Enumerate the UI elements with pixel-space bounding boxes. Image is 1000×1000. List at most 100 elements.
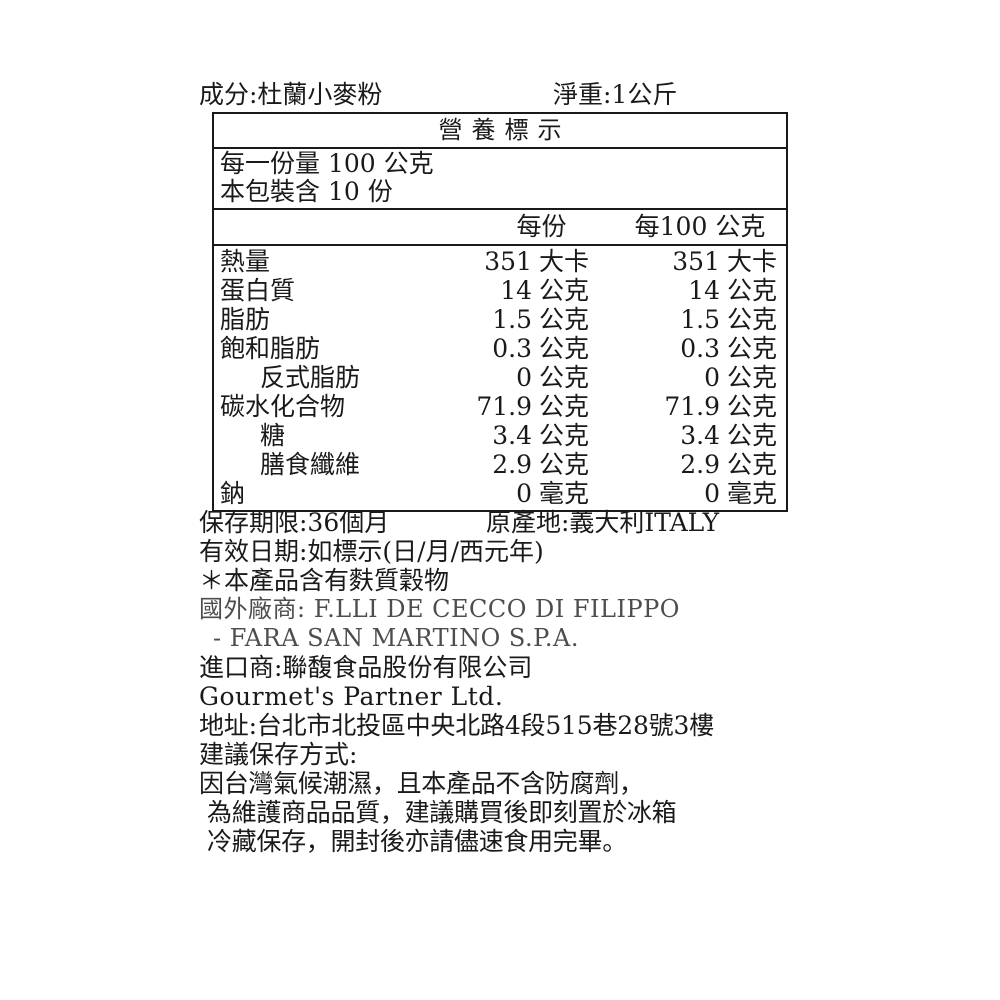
storage-title-line: 建議保存方式:: [199, 740, 839, 769]
value-unit: 公克: [539, 363, 590, 392]
value-unit: 公克: [539, 276, 590, 305]
nutrition-row-label: 飽和脂肪: [220, 334, 321, 363]
storage-line-3: 冷藏保存，開封後亦請儘速食用完畢。: [199, 827, 839, 856]
column-header-per-serving: 每份: [516, 212, 567, 241]
storage-title-text: 建議保存方式:: [199, 740, 358, 769]
value-number: 3.4: [492, 421, 532, 450]
value-number: 0: [704, 479, 720, 508]
net-weight-text: 淨重:1公斤: [553, 80, 678, 109]
value-number: 1.5: [680, 305, 720, 334]
value-number: 14: [688, 276, 720, 305]
value-unit: 公克: [727, 276, 778, 305]
value-unit: 毫克: [727, 479, 778, 508]
nutrition-row-label: 反式脂肪: [260, 363, 361, 392]
nutrition-row-label: 鈉: [220, 479, 246, 508]
value-number: 2.9: [680, 450, 720, 479]
expiry-line: 有效日期:如標示(日/月/西元年): [199, 537, 839, 566]
allergen-line: ＊本產品含有麩質穀物: [199, 566, 839, 595]
nutrition-row-label: 碳水化合物: [220, 392, 346, 421]
address-line: 地址:台北市北投區中央北路4段515巷28號3樓: [199, 711, 839, 740]
shelf-life-origin-line: 保存期限:36個月 原產地:義大利ITALY: [199, 508, 839, 537]
value-number: 0: [516, 363, 532, 392]
value-number: 14: [500, 276, 532, 305]
value-unit: 公克: [727, 421, 778, 450]
address-text: 地址:台北市北投區中央北路4段515巷28號3樓: [199, 711, 714, 740]
nutrition-row-label: 膳食纖維: [260, 450, 361, 479]
value-unit: 大卡: [539, 247, 590, 276]
manufacturer-text-2: - FARA SAN MARTINO S.P.A.: [213, 624, 580, 652]
value-number: 3.4: [680, 421, 720, 450]
expiry-text: 有效日期:如標示(日/月/西元年): [199, 537, 544, 566]
value-number: 0.3: [680, 334, 720, 363]
nutrition-column-headers: 每份 每100 公克: [214, 210, 786, 246]
storage-line-2: 為維護商品品質，建議購買後即刻置於冰箱: [199, 798, 839, 827]
label-footer: 保存期限:36個月 原產地:義大利ITALY 有效日期:如標示(日/月/西元年)…: [199, 508, 839, 856]
storage-text-2: 為維護商品品質，建議購買後即刻置於冰箱: [207, 798, 677, 827]
value-unit: 公克: [539, 305, 590, 334]
value-unit: 大卡: [727, 247, 778, 276]
value-unit: 公克: [727, 305, 778, 334]
storage-line-1: 因台灣氣候潮濕，且本產品不含防腐劑，: [199, 769, 839, 798]
importer-line: 進口商:聯馥食品股份有限公司: [199, 653, 839, 682]
allergen-text: ＊本產品含有麩質穀物: [199, 566, 450, 595]
serving-info-block: 每一份量 100 公克 本包裝含 10 份: [214, 149, 786, 210]
value-number: 0: [516, 479, 532, 508]
product-header-line: 成分:杜蘭小麥粉 淨重:1公斤: [199, 78, 799, 112]
value-unit: 公克: [727, 450, 778, 479]
nutrition-row-label: 糖: [260, 421, 286, 450]
nutrition-row-label: 蛋白質: [220, 276, 296, 305]
manufacturer-line-1: 國外廠商: F.LLI DE CECCO DI FILIPPO: [199, 595, 839, 624]
column-header-per-100g: 每100 公克: [634, 212, 766, 241]
value-unit: 公克: [539, 334, 590, 363]
value-unit: 公克: [539, 392, 590, 421]
servings-per-container-text: 本包裝含 10 份: [220, 177, 393, 206]
nutrition-row-label: 脂肪: [220, 305, 271, 334]
nutrition-facts-table: 營養標示 每一份量 100 公克 本包裝含 10 份 每份 每100 公克 熱量…: [212, 112, 788, 512]
value-number: 0.3: [492, 334, 532, 363]
manufacturer-line-2: - FARA SAN MARTINO S.P.A.: [199, 624, 839, 653]
shelf-life-text: 保存期限:36個月: [199, 508, 390, 537]
value-number: 71.9: [664, 392, 720, 421]
value-number: 2.9: [492, 450, 532, 479]
storage-text-3: 冷藏保存，開封後亦請儘速食用完畢。: [207, 827, 627, 856]
value-unit: 公克: [539, 421, 590, 450]
manufacturer-text-1: 國外廠商: F.LLI DE CECCO DI FILIPPO: [199, 595, 680, 623]
value-number: 351: [672, 247, 720, 276]
value-unit: 公克: [727, 392, 778, 421]
ingredients-text: 成分:杜蘭小麥粉: [199, 80, 383, 109]
value-number: 71.9: [476, 392, 532, 421]
origin-text: 原產地:義大利ITALY: [486, 508, 720, 537]
value-unit: 毫克: [539, 479, 590, 508]
storage-text-1: 因台灣氣候潮濕，且本產品不含防腐劑，: [199, 769, 644, 798]
value-unit: 公克: [727, 363, 778, 392]
